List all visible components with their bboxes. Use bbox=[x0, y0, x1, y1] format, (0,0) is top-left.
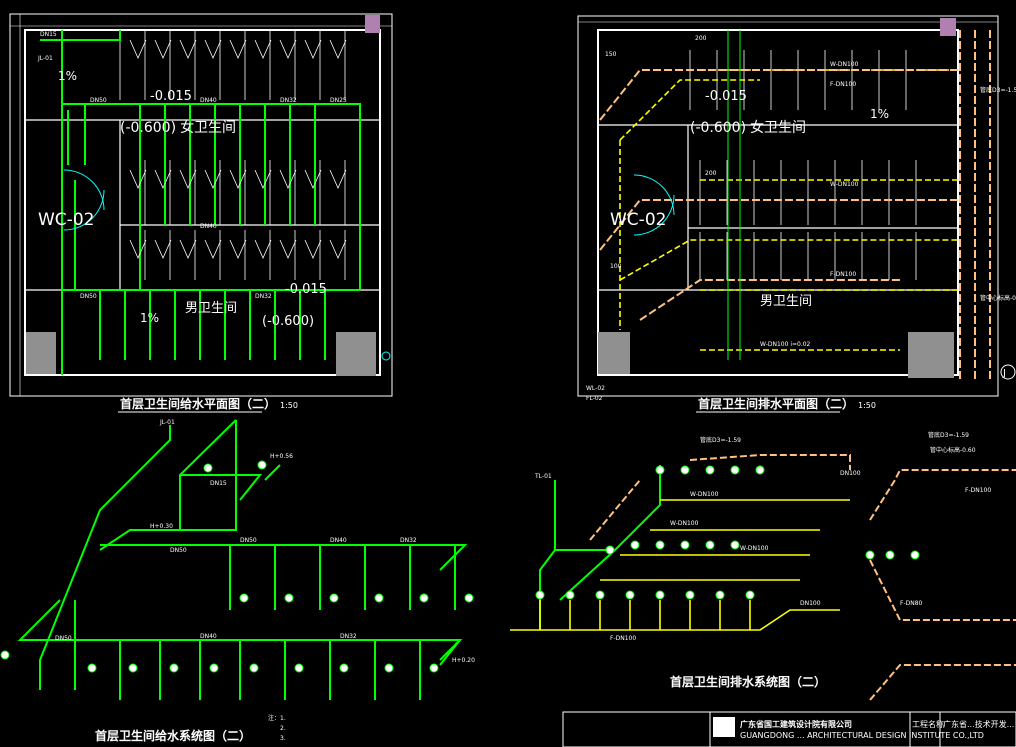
pipe-label-dn32-a: DN32 bbox=[280, 97, 297, 104]
drain-system: TL-01 W-DN100 W-DN100 W-DN100 F-DN100 DN… bbox=[510, 431, 1016, 701]
men-room-label: 男卫生间 bbox=[185, 301, 237, 316]
wc-label: WC-02 bbox=[38, 210, 94, 230]
sys-label-dn40: DN40 bbox=[330, 537, 347, 544]
drain-label-w-dn100: W-DN100 bbox=[830, 61, 859, 68]
title-block: 广东省国工建筑设计院有限公司 GUANGDONG ... ARCHITECTUR… bbox=[562, 711, 1016, 747]
note-1: 注：1. bbox=[268, 714, 286, 722]
drain-system-title: 首层卫生间排水系统图（二） bbox=[670, 674, 826, 689]
company-name-en: GUANGDONG ... ARCHITECTURAL DESIGN INSTI… bbox=[740, 731, 984, 740]
drain-sys-tl01: TL-01 bbox=[534, 473, 552, 480]
drain-plan-title: 首层卫生间排水平面图（二）1:50 bbox=[698, 396, 876, 411]
drain-sys-outlet: 管中心标高-0.60 bbox=[930, 446, 976, 454]
drain-label-w-dn100-b: W-DN100 bbox=[830, 181, 859, 188]
drain-sys-dn100-b: DN100 bbox=[840, 470, 861, 477]
supply-plan-title: 首层卫生间给水平面图（二）1:50 bbox=[120, 396, 298, 411]
drain-label-w-slope: W-DN100 i=0.02 bbox=[760, 341, 811, 348]
title-block-field-1: 工程名称 bbox=[912, 719, 944, 729]
drain-wc-label: WC-02 bbox=[610, 210, 666, 230]
sys-label-dn40-b: DN40 bbox=[200, 633, 217, 640]
label-wl02: WL-02 bbox=[586, 385, 605, 392]
title-block-field-2: 广东省...技术开发... bbox=[943, 719, 1014, 729]
sys-label-dn50-c: DN50 bbox=[55, 635, 72, 642]
outlet-level: 管中心标高-0.60 bbox=[980, 294, 1016, 302]
label-fl02: FL-02 bbox=[586, 395, 603, 402]
supply-plan: (-0.600)女卫生间 -0.015 WC-02 男卫生间 (-0.600) … bbox=[9, 13, 393, 413]
supply-system-title: 首层卫生间给水系统图（二） bbox=[95, 728, 251, 743]
dim-200: 200 bbox=[695, 35, 707, 42]
dim-150: 150 bbox=[605, 51, 617, 58]
pipe-label-dn40-b: DN40 bbox=[200, 223, 217, 230]
sys-label-h030: H+0.30 bbox=[150, 523, 173, 530]
men-level-a: -0.015 bbox=[285, 282, 327, 297]
sys-label-dn50: DN50 bbox=[170, 547, 187, 554]
drain-plan: J (-0.600)女卫生间 -0.015 WC-02 男卫生间 1% W-DN… bbox=[577, 15, 1016, 413]
pipe-label-dn50-b: DN50 bbox=[80, 293, 97, 300]
level-label: -0.015 bbox=[150, 89, 192, 104]
sys-label-dn50-b: DN50 bbox=[240, 537, 257, 544]
drain-sys-w-dn100: W-DN100 bbox=[690, 491, 719, 498]
pipe-label-jl01: JL-01 bbox=[37, 55, 53, 62]
pipe-label-dn50-a: DN50 bbox=[90, 97, 107, 104]
slope-label: 1% bbox=[58, 69, 77, 83]
pipe-label-dn15-a: DN15 bbox=[40, 31, 57, 38]
drain-level-label: -0.015 bbox=[705, 89, 747, 104]
women-room-label: (-0.600)女卫生间 bbox=[120, 119, 236, 136]
drain-women-label: (-0.600)女卫生间 bbox=[690, 119, 806, 136]
pipe-label-dn25-a: DN25 bbox=[330, 97, 347, 104]
drain-sys-de-note: 管底D3=-1.59 bbox=[700, 436, 741, 444]
dim-100: 100 bbox=[610, 263, 622, 270]
drain-men-label: 男卫生间 bbox=[760, 294, 812, 309]
dim-200-b: 200 bbox=[705, 170, 717, 177]
sys-label-dn32-b: DN32 bbox=[340, 633, 357, 640]
supply-system: JL-01 H+0.56 H+0.30 DN50 DN50 DN40 DN32 … bbox=[0, 419, 475, 743]
pipe-label-dn40-a: DN40 bbox=[200, 97, 217, 104]
drain-sys-f-dn80: F-DN80 bbox=[900, 600, 923, 607]
de-note: 管底D3=-1.59 bbox=[980, 86, 1016, 94]
sys-label-dn32: DN32 bbox=[400, 537, 417, 544]
note-3: 3. bbox=[280, 735, 286, 742]
pipe-label-dn32-b: DN32 bbox=[255, 293, 272, 300]
sys-label-jl01: JL-01 bbox=[159, 419, 175, 426]
drain-slope-label: 1% bbox=[870, 107, 889, 121]
note-2: 2. bbox=[280, 725, 286, 732]
slope-label-2: 1% bbox=[140, 311, 159, 325]
sys-label-h020: H+0.20 bbox=[452, 657, 475, 664]
drain-label-f-dn100: F-DN100 bbox=[830, 81, 856, 88]
sys-label-h056: H+0.56 bbox=[270, 453, 293, 460]
drain-sys-f-dn100-b: F-DN100 bbox=[965, 487, 991, 494]
drain-sys-w-dn100-b: W-DN100 bbox=[670, 520, 699, 527]
men-level-label: (-0.600) bbox=[262, 314, 314, 329]
drain-sys-w-dn100-c: W-DN100 bbox=[740, 545, 769, 552]
sys-label-dn15: DN15 bbox=[210, 480, 227, 487]
drain-sys-f-dn100: F-DN100 bbox=[610, 635, 636, 642]
drain-label-f-dn100-b: F-DN100 bbox=[830, 271, 856, 278]
drain-sys-dn100: DN100 bbox=[800, 600, 821, 607]
company-name: 广东省国工建筑设计院有限公司 bbox=[740, 719, 852, 729]
drain-sys-de-note-2: 管底D3=-1.59 bbox=[928, 431, 969, 439]
axis-j: J bbox=[1002, 368, 1006, 379]
